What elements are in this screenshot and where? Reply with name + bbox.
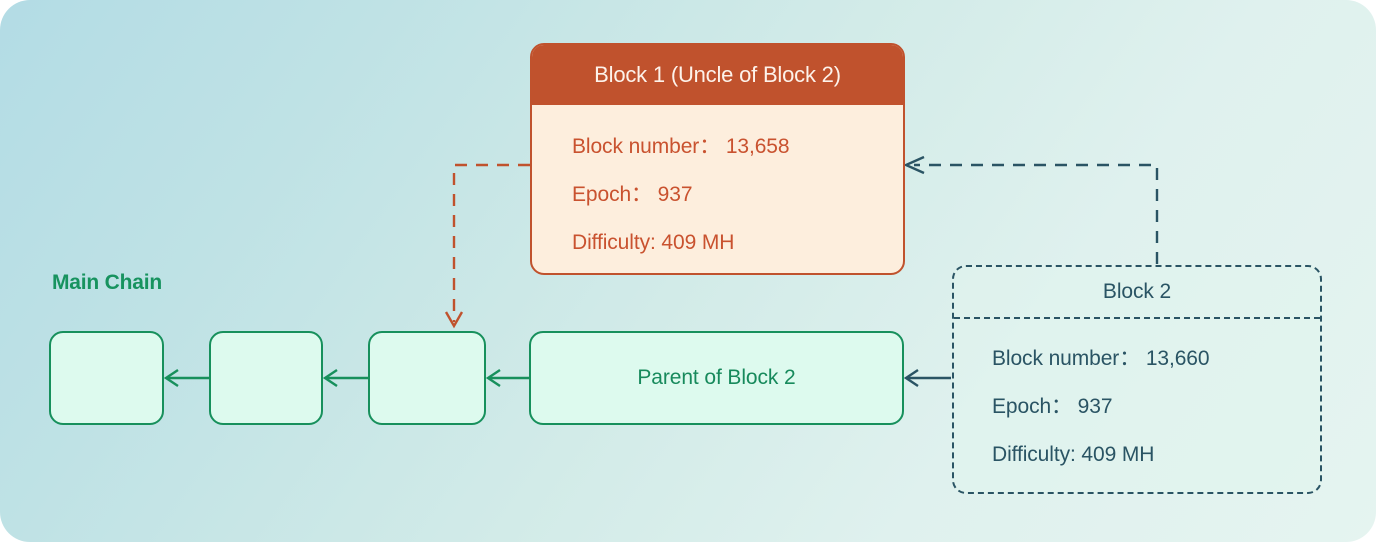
- block-2-body: Block number： 13,660 Epoch： 937 Difficul…: [954, 319, 1320, 479]
- block-2-block-number-row: Block number： 13,660: [992, 347, 1210, 370]
- parent-of-block-2-label: Parent of Block 2: [637, 366, 796, 389]
- block-1-difficulty-row: Difficulty: 409 MH: [572, 231, 735, 254]
- block-2-header: Block 2: [954, 267, 1320, 319]
- block-1-body: Block number： 13,658 Epoch： 937 Difficul…: [532, 105, 903, 267]
- chain-block-1: [49, 331, 164, 425]
- arrow-parent-to-chain-3: [485, 369, 529, 387]
- block-1-block-number-row: Block number： 13,658: [572, 135, 790, 158]
- arrow-block1-to-chain-3: [444, 163, 530, 329]
- arrow-block2-to-parent: [903, 369, 951, 387]
- block-1-title: Block 1 (Uncle of Block 2): [594, 62, 841, 87]
- block-2-card: Block 2 Block number： 13,660 Epoch： 937 …: [952, 265, 1322, 494]
- chain-block-3: [368, 331, 486, 425]
- parent-of-block-2-node: Parent of Block 2: [529, 331, 904, 425]
- block-2-epoch-row: Epoch： 937: [992, 395, 1113, 418]
- arrow-block2-to-block1: [903, 155, 1159, 264]
- block-1-header: Block 1 (Uncle of Block 2): [532, 45, 903, 105]
- block-2-difficulty-row: Difficulty: 409 MH: [992, 443, 1155, 466]
- block-2-title: Block 2: [1102, 280, 1172, 303]
- main-chain-label: Main Chain: [52, 271, 163, 294]
- arrow-chain-2-to-1: [163, 369, 209, 387]
- arrow-chain-3-to-2: [322, 369, 368, 387]
- block-1-uncle-card: Block 1 (Uncle of Block 2) Block number：…: [530, 43, 905, 275]
- block-1-epoch-row: Epoch： 937: [572, 183, 693, 206]
- chain-block-2: [209, 331, 323, 425]
